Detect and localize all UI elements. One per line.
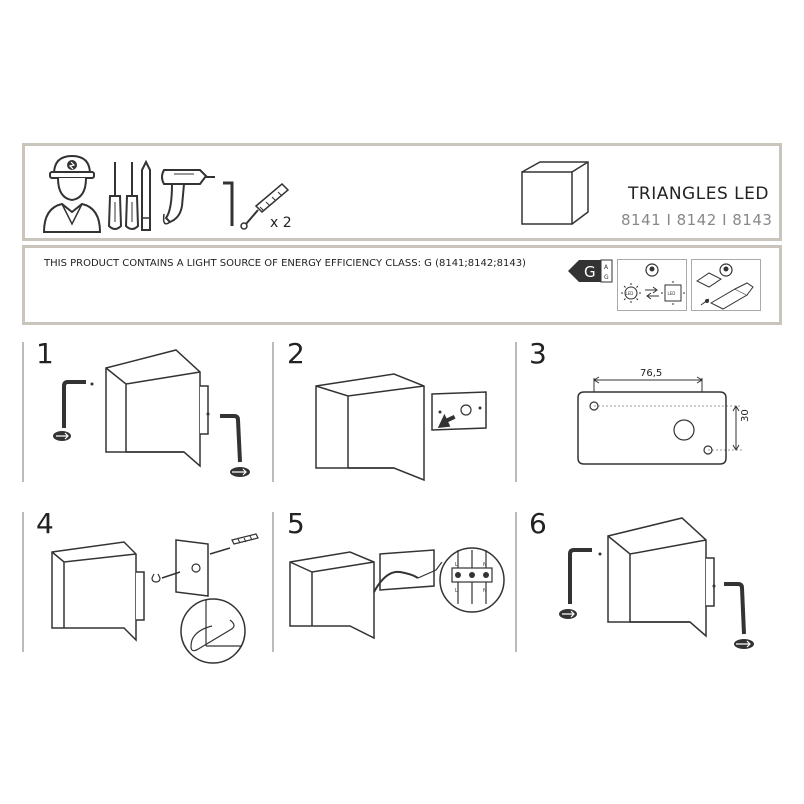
energy-range-top: A	[604, 264, 609, 271]
step-2-number: 2	[287, 337, 305, 370]
step-divider	[22, 342, 24, 482]
step-4-mounting-plate-exploded	[151, 533, 259, 597]
step-1-allen-key-icon-right	[220, 414, 250, 477]
energy-class-letter: G	[584, 263, 596, 281]
step-4-lamp-drawing	[51, 541, 145, 642]
step-6-lamp-drawing	[607, 517, 716, 638]
power-drill-icon	[161, 169, 215, 225]
replaceable-driver-info-box	[691, 259, 761, 311]
step-3-drill-template-drawing	[577, 376, 742, 465]
terminal-label-l: L	[455, 562, 458, 568]
step-3-vertical-dimension: 30	[740, 409, 751, 422]
terminal-label-n-bottom: N	[483, 588, 487, 594]
step-5-terminal-detail-circle: L N L N	[439, 547, 505, 613]
terminal-label-l-bottom: L	[455, 588, 458, 594]
step-4-cable-detail-circle	[180, 598, 246, 664]
step-4-number: 4	[36, 507, 54, 540]
electrician-worker-icon	[42, 154, 102, 233]
step-6-allen-key-icon	[559, 548, 602, 619]
product-title: TRIANGLES LED	[628, 184, 769, 204]
led-label-left: LED	[626, 291, 634, 296]
step-divider	[22, 512, 24, 652]
step-1-allen-key-icon	[53, 380, 94, 441]
energy-class-arrow-badge: G A G	[568, 259, 613, 283]
allen-key-icon	[223, 181, 234, 226]
step-divider	[272, 342, 274, 482]
product-cube-outline	[521, 161, 589, 225]
product-codes: 8141 I 8142 I 8143	[621, 211, 773, 229]
step-2-mounting-plate-drawing	[431, 391, 487, 431]
step-3-number: 3	[529, 337, 547, 370]
step-divider	[515, 512, 517, 652]
step-5-wiring-drawing	[373, 549, 443, 593]
step-divider	[515, 342, 517, 482]
screw-and-dowel-icon	[240, 182, 290, 230]
step-1-lamp-drawing	[105, 349, 210, 468]
step-3-horizontal-dimension: 76,5	[640, 368, 663, 379]
energy-class-notice: THIS PRODUCT CONTAINS A LIGHT SOURCE OF …	[44, 258, 526, 269]
led-label-right: LED	[668, 291, 676, 296]
screw-quantity-label: x 2	[270, 215, 292, 231]
screwdriver-set-icon	[107, 159, 151, 231]
step-5-lamp-drawing	[289, 551, 375, 640]
step-6-allen-key-icon-right	[724, 582, 754, 649]
step-5-number: 5	[287, 507, 305, 540]
step-divider	[272, 512, 274, 652]
energy-range-bottom: G	[604, 274, 609, 281]
step-1-number: 1	[36, 337, 54, 370]
step-6-number: 6	[529, 507, 547, 540]
terminal-label-n: N	[483, 562, 487, 568]
replaceable-led-info-box: LED LED	[617, 259, 687, 311]
step-2-lamp-drawing	[315, 373, 425, 482]
